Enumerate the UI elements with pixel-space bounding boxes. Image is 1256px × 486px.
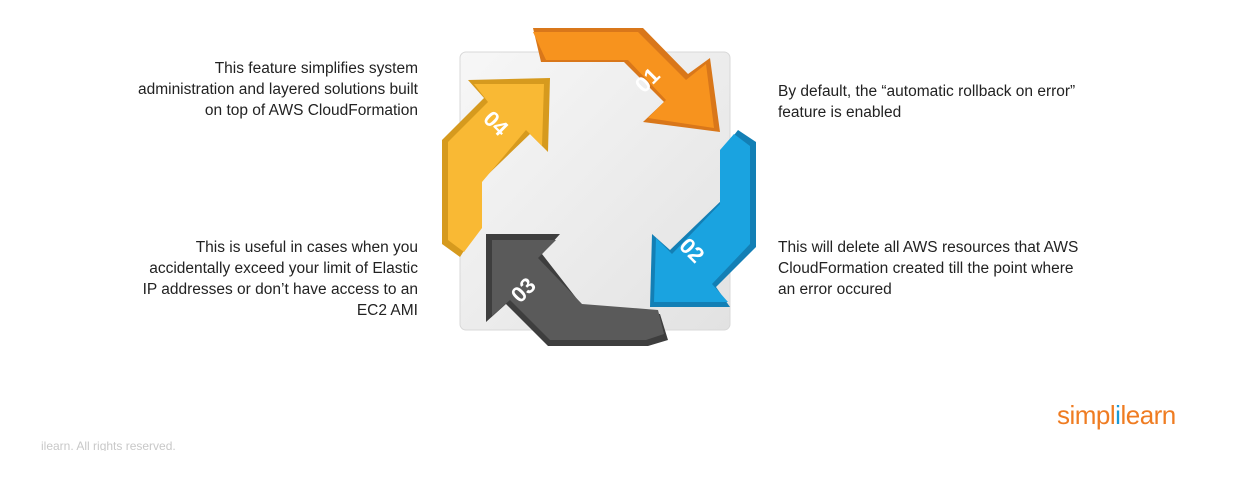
arrow-02: 02	[650, 130, 756, 307]
step-02-description: This will delete all AWS resources that …	[778, 239, 1079, 298]
copyright-footer: ilearn. All rights reserved.	[41, 439, 176, 451]
step-01-description: By default, the “automatic rollback on e…	[778, 83, 1076, 121]
arrow-02-body	[654, 134, 750, 302]
logo-text-part-3: learn	[1120, 400, 1176, 430]
logo-text-part-2: i	[1115, 400, 1121, 430]
arrow-03: 03	[486, 234, 668, 346]
simplilearn-logo: simplilearn	[1057, 400, 1176, 431]
arrow-01-body	[533, 32, 714, 128]
cycle-diagram: 01 02 03 04	[442, 28, 756, 346]
step-04-description: This feature simplifies system administr…	[137, 60, 418, 119]
logo-text-part-1: simpl	[1057, 400, 1116, 430]
step-03-description: This is useful in cases when you acciden…	[142, 239, 418, 319]
arrow-04-body	[448, 84, 544, 252]
arrow-03-body	[492, 240, 664, 340]
arrow-04: 04	[442, 78, 550, 257]
